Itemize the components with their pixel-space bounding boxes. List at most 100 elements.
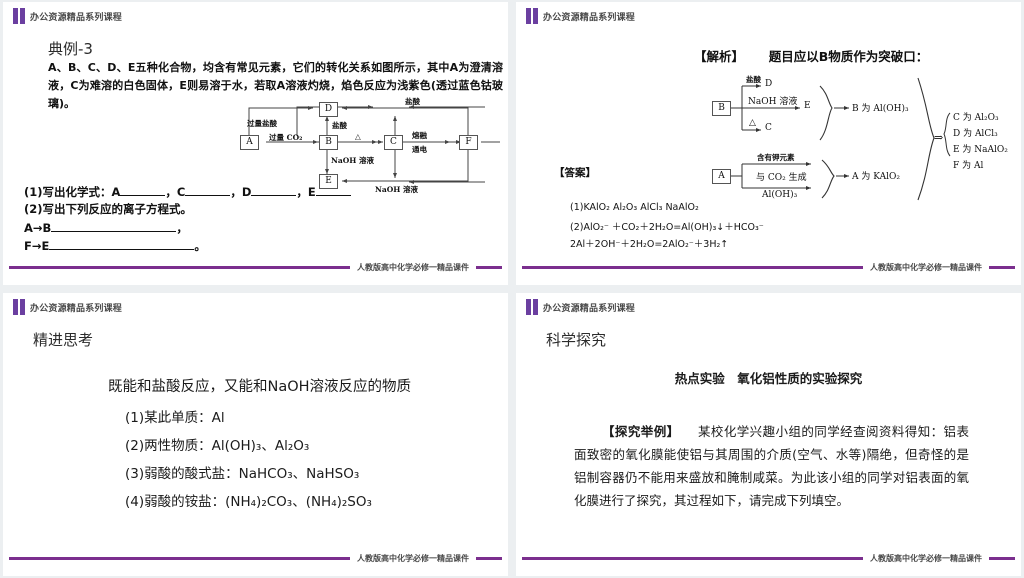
slide-thinking[interactable]: 办公资源精品系列课程 精进思考 既能和盐酸反应，又能和NaOH溶液反应的物质 (… bbox=[3, 293, 508, 576]
label-a-k: 含有钾元素 bbox=[757, 153, 795, 162]
equation-3: 2Al＋2OH⁻＋2H₂O=2AlO₂⁻＋3H₂↑ bbox=[570, 239, 729, 250]
diagram-overlay: A B C D E F 过量盐酸 盐酸 盐酸 过量 CO₂ △ 熔融 通电 Na… bbox=[225, 94, 508, 199]
brand-title: 办公资源精品系列课程 bbox=[30, 303, 123, 314]
analysis-tag: 【解析】 bbox=[694, 49, 745, 64]
analysis-node-a: A bbox=[712, 169, 731, 184]
label-naoh-mid: NaOH 溶液 bbox=[331, 156, 374, 165]
brand-title: 办公资源精品系列课程 bbox=[543, 12, 636, 23]
q1-prefix: (1)写出化学式：A bbox=[24, 185, 121, 199]
out-node-c: C bbox=[765, 123, 772, 133]
q1-c: ，C bbox=[165, 185, 186, 199]
analysis-diagram: B A 盐酸 D NaOH 溶液 E △ C B 为 Al(OH)₃ 含有钾元素… bbox=[546, 68, 1016, 208]
footer-text: 人教版高中化学必修一精品课件 bbox=[870, 554, 982, 563]
analysis-diagram-lines bbox=[729, 77, 951, 201]
q4-prefix: F→E bbox=[24, 239, 50, 253]
footer-line-short bbox=[476, 557, 502, 560]
question-3: A→B ， bbox=[24, 220, 188, 236]
q3-suffix: ， bbox=[176, 221, 188, 235]
label-b-delta: △ bbox=[749, 118, 756, 128]
list-item: (1)某此单质：Al bbox=[125, 410, 225, 426]
label-naoh-bottom: NaOH 溶液 bbox=[375, 185, 418, 194]
list-item: (2)两性物质：Al(OH)₃、Al₂O₃ bbox=[125, 438, 310, 454]
analysis-text: 题目应以B物质作为突破口： bbox=[768, 49, 929, 64]
blank-d[interactable] bbox=[251, 184, 297, 196]
slide-footer: 人教版高中化学必修一精品课件 bbox=[516, 553, 1021, 564]
q4-suffix: 。 bbox=[194, 239, 206, 253]
equation-1: (1)KAlO₂ Al₂O₃ AlCl₃ NaAlO₂ bbox=[570, 202, 699, 213]
blank-fe[interactable] bbox=[49, 238, 195, 250]
equation-2: (2)AlO₂⁻ ＋CO₂＋2H₂O=Al(OH)₃↓＋HCO₃⁻ bbox=[570, 222, 764, 233]
brand-title: 办公资源精品系列课程 bbox=[30, 12, 123, 23]
blank-c[interactable] bbox=[185, 184, 231, 196]
inquiry-text: 某校化学兴趣小组的同学经查阅资料得知：铝表面致密的氧化膜能使铝与其周围的介质(空… bbox=[574, 424, 969, 509]
footer-line-long bbox=[522, 266, 863, 269]
final-result-c: C 为 Al₂O₃ bbox=[953, 113, 999, 123]
diagram-node-d: D bbox=[319, 102, 338, 117]
slide-header: 办公资源精品系列课程 bbox=[13, 299, 122, 315]
diagram-node-b: B bbox=[319, 135, 338, 150]
footer-line-long bbox=[9, 266, 350, 269]
slide-header: 办公资源精品系列课程 bbox=[526, 299, 635, 315]
inquiry-paragraph: 【探究举例】某校化学兴趣小组的同学经查阅资料得知：铝表面致密的氧化膜能使铝与其周… bbox=[574, 420, 969, 513]
slide-example-3[interactable]: 办公资源精品系列课程 典例-3 A、B、C、D、E五种化合物，均含有常见元素，它… bbox=[3, 2, 508, 285]
label-electrolysis: 通电 bbox=[412, 145, 427, 154]
diagram-lines bbox=[248, 106, 469, 183]
inquiry-tag: 【探究举例】 bbox=[602, 424, 680, 439]
slide-header: 办公资源精品系列课程 bbox=[526, 8, 635, 24]
brand-bars-icon bbox=[13, 8, 25, 24]
brand-bars-icon bbox=[526, 8, 538, 24]
label-delta: △ bbox=[355, 132, 361, 141]
out-node-d: D bbox=[765, 79, 773, 89]
footer-line-short bbox=[476, 266, 502, 269]
q3-prefix: A→B bbox=[24, 221, 52, 235]
final-result-f: F 为 Al bbox=[953, 161, 984, 171]
question-4: F→E 。 bbox=[24, 238, 206, 254]
page-title: 精进思考 bbox=[33, 331, 94, 349]
page-title: 科学探究 bbox=[546, 331, 607, 349]
q1-d: ，D bbox=[230, 185, 252, 199]
blank-ab[interactable] bbox=[51, 220, 177, 232]
list-item: (3)弱酸的酸式盐：NaHCO₃、NaHSO₃ bbox=[125, 466, 360, 482]
label-hcl-top: 盐酸 bbox=[405, 97, 420, 106]
diagram-node-a: A bbox=[240, 135, 259, 150]
blank-a[interactable] bbox=[120, 184, 166, 196]
label-b-hcl: 盐酸 bbox=[746, 75, 761, 84]
diagram-node-f: F bbox=[459, 135, 478, 150]
implies-icon: ⇒ bbox=[934, 131, 944, 144]
label-hcl-mid: 盐酸 bbox=[332, 121, 347, 130]
diagram-node-e: E bbox=[319, 174, 338, 189]
footer-text: 人教版高中化学必修一精品课件 bbox=[870, 263, 982, 272]
analysis-heading: 【解析】 题目应以B物质作为突破口： bbox=[694, 46, 928, 65]
footer-line-short bbox=[989, 557, 1015, 560]
slide-inquiry[interactable]: 办公资源精品系列课程 科学探究 热点实验 氧化铝性质的实验探究 【探究举例】某校… bbox=[516, 293, 1021, 576]
conclusion-a: A 为 KAlO₂ bbox=[852, 172, 900, 182]
question-2: (2)写出下列反应的离子方程式。 bbox=[24, 202, 193, 216]
brand-title: 办公资源精品系列课程 bbox=[543, 303, 636, 314]
slide-footer: 人教版高中化学必修一精品课件 bbox=[3, 553, 508, 564]
final-result-d: D 为 AlCl₃ bbox=[953, 129, 998, 139]
page-title: 典例-3 bbox=[48, 40, 93, 58]
brand-bars-icon bbox=[526, 299, 538, 315]
slide-footer: 人教版高中化学必修一精品课件 bbox=[3, 262, 508, 273]
problem-statement: A、B、C、D、E五种化合物，均含有常见元素，它们的转化关系如图所示，其中A为澄… bbox=[48, 61, 503, 111]
slide-footer: 人教版高中化学必修一精品课件 bbox=[516, 262, 1021, 273]
conclusion-b: B 为 Al(OH)₃ bbox=[852, 104, 909, 114]
slide-analysis[interactable]: 办公资源精品系列课程 【解析】 题目应以B物质作为突破口： 【答案】 bbox=[516, 2, 1021, 285]
label-excess-co2: 过量 CO₂ bbox=[269, 133, 303, 142]
label-molten: 熔融 bbox=[412, 131, 427, 140]
label-b-naoh: NaOH 溶液 bbox=[748, 97, 798, 107]
final-result-e: E 为 NaAlO₂ bbox=[953, 145, 1008, 155]
lead-statement: 既能和盐酸反应，又能和NaOH溶液反应的物质 bbox=[108, 379, 412, 395]
answer-tag: 【答案】 bbox=[554, 167, 596, 179]
analysis-node-b: B bbox=[712, 101, 731, 116]
blank-e[interactable] bbox=[315, 184, 351, 196]
brand-bars-icon bbox=[13, 299, 25, 315]
footer-line-long bbox=[9, 557, 350, 560]
footer-line-long bbox=[522, 557, 863, 560]
footer-text: 人教版高中化学必修一精品课件 bbox=[357, 263, 469, 272]
out-node-e: E bbox=[804, 101, 811, 111]
label-a-co2: 与 CO₂ 生成 bbox=[756, 173, 807, 183]
footer-text: 人教版高中化学必修一精品课件 bbox=[357, 554, 469, 563]
footer-line-short bbox=[989, 266, 1015, 269]
